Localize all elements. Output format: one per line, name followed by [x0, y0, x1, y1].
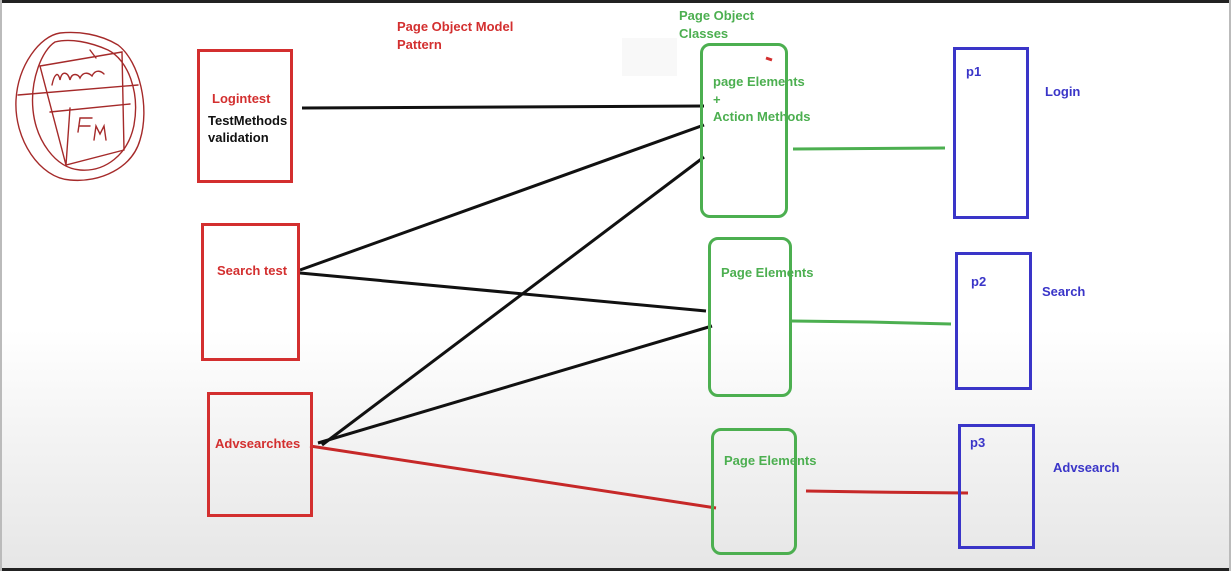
connector-advsearch-to-po3 [309, 444, 717, 510]
connector-po3-to-p3 [805, 489, 969, 495]
classes-title-line1: Page Object [679, 8, 755, 23]
sketch-hline-1 [17, 84, 139, 96]
page-object-3-line1: Page Elements [724, 453, 817, 468]
window-top-edge [0, 0, 1231, 3]
connector-po2-to-p2 [791, 319, 952, 326]
page-p1-id: p1 [966, 64, 982, 79]
page-p3-id: p3 [970, 435, 986, 450]
page-object-1-line3: Action Methods [713, 109, 811, 124]
page-p2-name: Search [1042, 284, 1086, 299]
page-p3-box [958, 424, 1035, 549]
red-tick-mark [765, 56, 773, 62]
faint-patch [622, 38, 677, 76]
searchtest-box [201, 223, 300, 361]
connector-logintest-to-po1 [301, 104, 705, 110]
page-object-1-line1: page Elements [713, 74, 805, 89]
sketch-outer-loop [15, 31, 145, 182]
pattern-title-line2: Pattern [397, 37, 442, 52]
classes-title-line2: Classes [679, 26, 729, 41]
page-p1-box [953, 47, 1029, 219]
page-p1-name: Login [1045, 84, 1081, 99]
page-p2-box [955, 252, 1032, 390]
page-p2-id: p2 [971, 274, 987, 289]
connector-advsearch-to-po1 [321, 155, 705, 447]
connector-searchtest-to-po2 [299, 271, 707, 313]
connector-po1-to-p1 [792, 146, 946, 151]
page-object-1-box [700, 43, 788, 218]
connector-searchtest-to-po1 [299, 123, 705, 272]
logintest-detail-line1: TestMethods [208, 113, 288, 128]
sketch-hline-2 [49, 103, 131, 113]
page-object-2-line1: Page Elements [721, 265, 814, 280]
searchtest-label: Search test [217, 263, 288, 278]
connector-advsearch-to-po2 [317, 324, 713, 445]
window-left-edge [0, 0, 2, 571]
sketch-vline [65, 107, 71, 166]
pattern-title-line1: Page Object Model [397, 19, 514, 34]
sketch-inner-loop [31, 39, 137, 171]
window-right-edge [1229, 0, 1231, 571]
advsearchtest-label: Advsearchtes [215, 436, 301, 451]
page-object-1-line2: + [713, 92, 721, 107]
sketch-cursor [89, 49, 97, 59]
window-bottom-edge [0, 568, 1231, 571]
page-object-2-box [708, 237, 792, 397]
logintest-detail-line2: validation [208, 130, 269, 145]
logintest-box [197, 49, 293, 183]
page-object-3-box [711, 428, 797, 555]
advsearchtest-box [207, 392, 313, 517]
sketch-text-local [51, 70, 105, 86]
hand-sketch [15, 31, 145, 182]
page-p3-name: Advsearch [1053, 460, 1120, 475]
sketch-text-fm [77, 117, 107, 141]
logintest-label: Logintest [212, 91, 271, 106]
